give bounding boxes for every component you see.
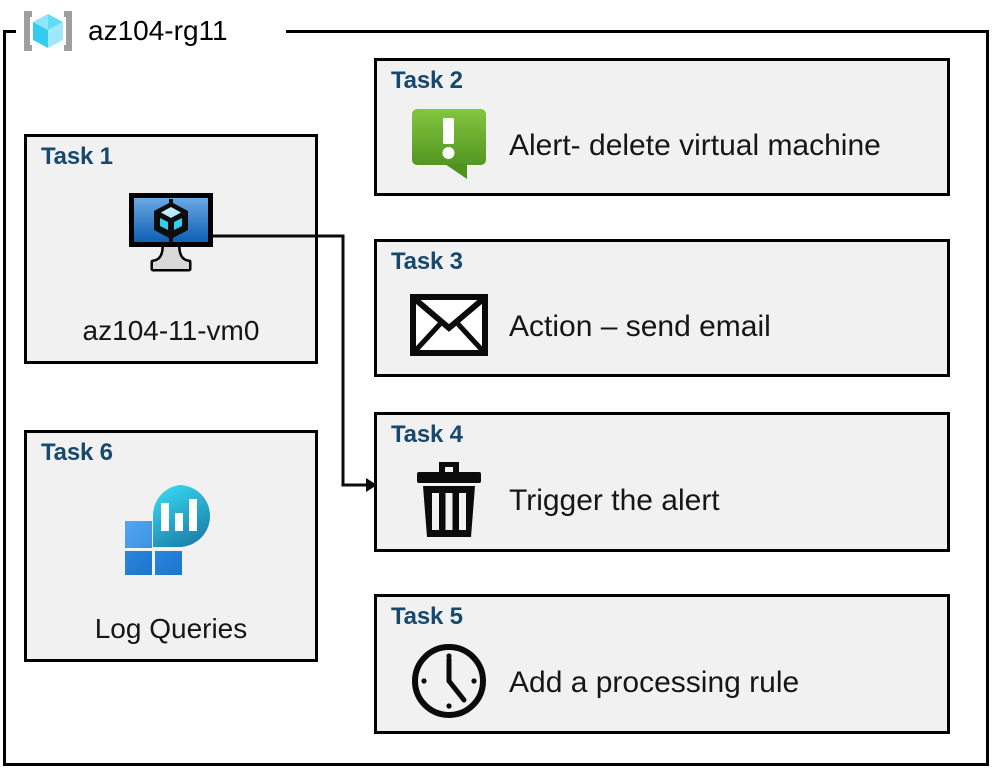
resource-group-frame — [3, 30, 989, 766]
clock-icon — [410, 642, 488, 725]
log-analytics-icon — [117, 479, 225, 580]
task-6-title: Task 6 — [41, 439, 113, 466]
task-5-title: Task 5 — [391, 603, 463, 630]
task-4-content-row: Trigger the alert — [411, 459, 939, 543]
task-1-title: Task 1 — [41, 143, 113, 170]
task-card-task-3[interactable]: Task 3 Action – send email — [374, 239, 950, 377]
task-2-content-row: Alert- delete virtual machine — [411, 105, 939, 187]
task-3-label: Action – send email — [509, 310, 771, 343]
task-card-task-2[interactable]: Task 2 — [374, 58, 950, 196]
task-1-label: az104-11-vm0 — [82, 315, 260, 346]
task-4-icon-slot — [411, 461, 487, 539]
trash-can-icon — [413, 458, 485, 545]
task-card-task-5[interactable]: Task 5 Add a proce — [374, 594, 950, 734]
task-2-icon-slot — [411, 108, 487, 184]
task-card-task-4[interactable]: Task 4 — [374, 412, 950, 552]
task-4-title: Task 4 — [391, 421, 463, 448]
task-6-label: Log Queries — [94, 613, 248, 644]
task-3-title: Task 3 — [391, 248, 463, 275]
task-3-content-row: Action – send email — [410, 286, 939, 368]
resource-group-header: az104-rg11 — [18, 6, 228, 56]
task-1-icon-slot — [27, 183, 315, 283]
task-2-label: Alert- delete virtual machine — [509, 129, 881, 162]
task-6-icon-slot — [27, 479, 315, 579]
task-card-task-6[interactable]: Task 6 — [24, 430, 318, 662]
task-5-content-row: Add a processing rule — [411, 641, 939, 725]
task-3-icon-slot — [410, 289, 488, 365]
resource-group-cube-icon — [18, 7, 78, 55]
virtual-machine-icon — [123, 187, 219, 280]
task-4-label: Trigger the alert — [509, 484, 720, 517]
envelope-icon — [410, 293, 488, 361]
alert-exclamation-icon — [409, 106, 489, 187]
task-card-task-1[interactable]: Task 1 — [24, 134, 318, 364]
task-2-title: Task 2 — [391, 67, 463, 94]
task-5-label: Add a processing rule — [509, 666, 800, 699]
resource-group-name: az104-rg11 — [88, 15, 228, 46]
task-5-icon-slot — [411, 643, 487, 721]
